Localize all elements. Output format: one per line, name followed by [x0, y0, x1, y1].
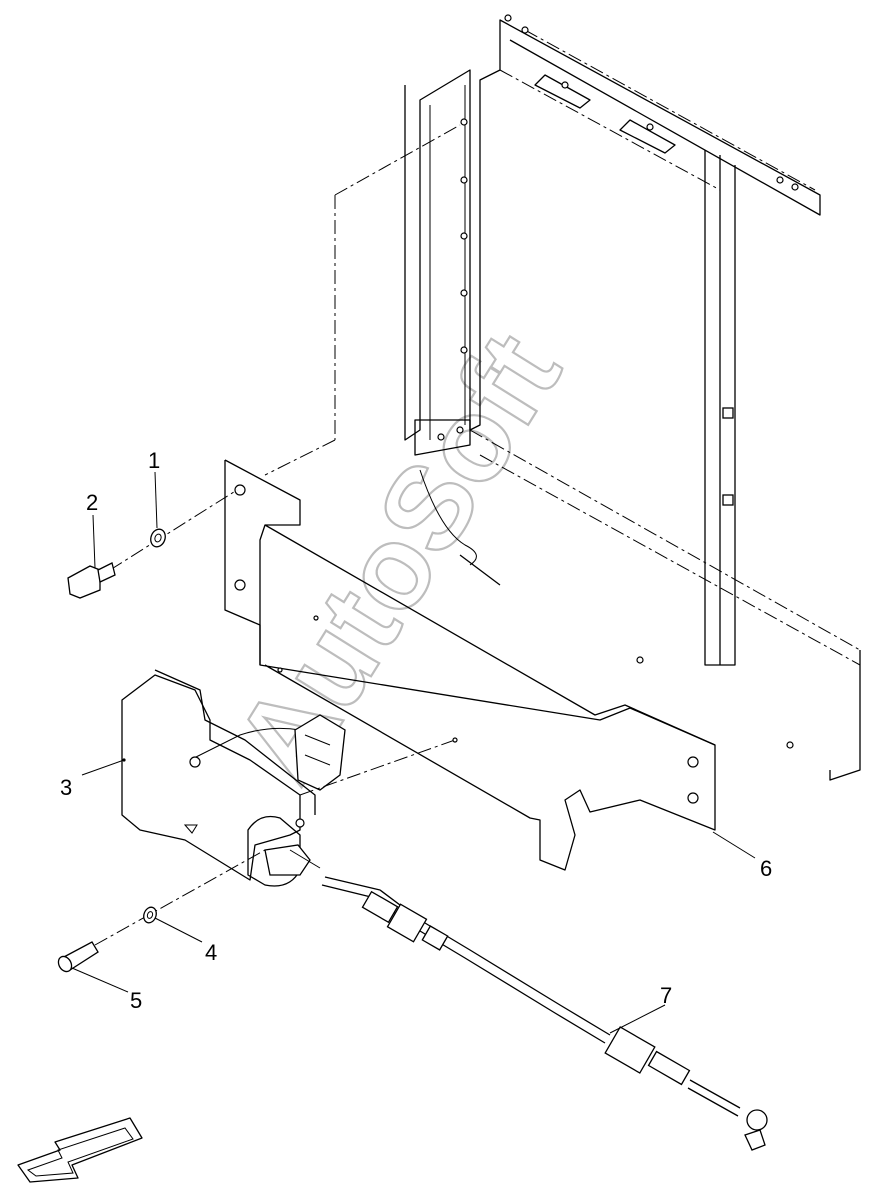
callout-7: 7	[660, 983, 672, 1008]
callout-5: 5	[130, 988, 142, 1013]
upper-frame	[264, 14, 861, 781]
cable-tie	[419, 469, 477, 566]
direction-arrow-icon	[17, 1117, 143, 1183]
callout-1: 1	[148, 448, 160, 473]
callout-6: 6	[760, 856, 772, 881]
direction-arrow-inner	[26, 1127, 134, 1177]
callout-3: 3	[60, 775, 72, 800]
lever-bracket	[121, 669, 346, 887]
bolt-and-washer	[67, 489, 238, 599]
callout-labels: 1 2 3 4 5 6 7	[60, 448, 772, 1013]
pin-and-washer	[57, 737, 458, 973]
leader-lines	[71, 471, 756, 1034]
callout-2: 2	[86, 490, 98, 515]
control-cable	[289, 849, 768, 1151]
watermark: AutoSoft	[210, 311, 586, 803]
callout-4: 4	[205, 940, 217, 965]
main-bracket	[224, 459, 716, 871]
